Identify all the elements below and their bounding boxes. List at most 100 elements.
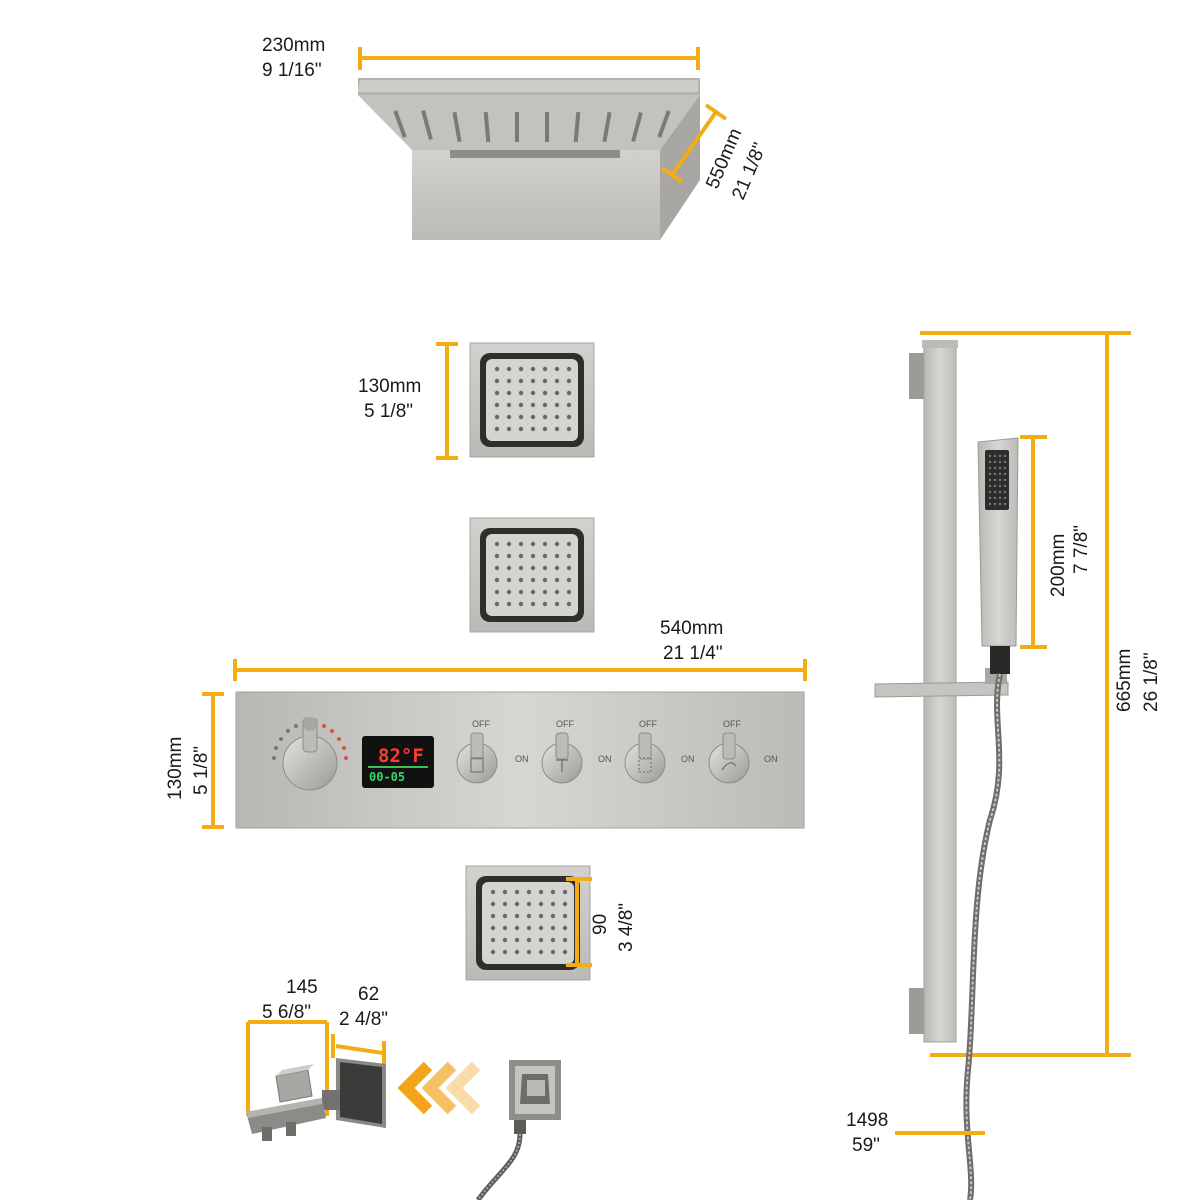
panel-width-mm: 540mm — [660, 618, 723, 639]
nozzle-dot — [506, 601, 512, 607]
body-jet-middle-nozzles — [494, 541, 572, 607]
nozzle-dot — [554, 553, 560, 559]
nozzle-dot — [538, 901, 544, 907]
nozzle-dot — [490, 901, 496, 907]
nozzle-dot — [530, 541, 536, 547]
knob-1-off-label: OFF — [472, 719, 490, 729]
spout-depth-dimension — [331, 1034, 386, 1065]
rain-head-depth-dimension — [660, 103, 728, 184]
nozzle-dot — [506, 541, 512, 547]
rain-head-nozzles — [393, 109, 671, 143]
nozzle-dot — [514, 913, 520, 919]
nozzle-dot — [566, 414, 572, 420]
nozzle-dot — [530, 414, 536, 420]
display-temperature: 82°F — [378, 745, 424, 767]
panel-height-dimension — [202, 692, 224, 829]
nozzle-dot — [566, 565, 572, 571]
knob-3-off-label: OFF — [639, 719, 657, 729]
hand-shower — [977, 437, 1019, 674]
nozzle-dot — [554, 414, 560, 420]
nozzle-dot — [518, 414, 524, 420]
nozzle-dot — [566, 378, 572, 384]
nozzle-dot — [566, 390, 572, 396]
nozzle-dot — [993, 472, 997, 476]
nozzle-dot — [530, 553, 536, 559]
nozzle-dot — [494, 589, 500, 595]
nozzle-dot — [1003, 466, 1007, 470]
nozzle-dot — [988, 502, 992, 506]
rain-shower-head — [358, 78, 700, 240]
nozzle-dot — [530, 565, 536, 571]
nozzle-dot — [993, 490, 997, 494]
nozzle-dot — [998, 478, 1002, 482]
nozzle-dot — [538, 889, 544, 895]
nozzle-dot — [550, 937, 556, 943]
nozzle-dot — [530, 426, 536, 432]
nozzle-dot — [998, 460, 1002, 464]
body-jet-top — [469, 342, 595, 458]
nozzle-dot — [988, 472, 992, 476]
direction-arrows — [397, 1061, 481, 1115]
nozzle-dot — [1003, 496, 1007, 500]
knob-4-off-label: OFF — [723, 719, 741, 729]
nozzle-dot — [554, 589, 560, 595]
nozzle-dot — [550, 925, 556, 931]
nozzle-dot — [542, 565, 548, 571]
nozzle-dot — [550, 949, 556, 955]
spout-length-mm: 145 — [286, 977, 318, 998]
body-jet-top-nozzles — [494, 366, 572, 432]
nozzle-dot — [998, 496, 1002, 500]
nozzle-dot — [993, 496, 997, 500]
nozzle-dot — [542, 366, 548, 372]
nozzle-dot — [554, 565, 560, 571]
nozzle-dot — [566, 601, 572, 607]
nozzle-dot — [506, 402, 512, 408]
body-jet-bottom-size-in: 3 4/8" — [616, 903, 637, 952]
nozzle-dot — [998, 490, 1002, 494]
nozzle-dot — [542, 426, 548, 432]
nozzle-dot — [514, 937, 520, 943]
nozzle-dot — [502, 949, 508, 955]
body-jet-bottom-nozzles — [490, 889, 568, 955]
nozzle-dot — [526, 925, 532, 931]
nozzle-dot — [506, 565, 512, 571]
nozzle-dot — [518, 541, 524, 547]
nozzle-dot — [506, 426, 512, 432]
nozzle-dot — [514, 949, 520, 955]
nozzle-dot — [490, 937, 496, 943]
display-timer: 00-05 — [369, 770, 405, 784]
nozzle-dot — [1003, 454, 1007, 458]
nozzle-dot — [502, 901, 508, 907]
nozzle-dot — [1003, 484, 1007, 488]
nozzle-dot — [1003, 460, 1007, 464]
nozzle-dot — [502, 937, 508, 943]
nozzle-dot — [993, 502, 997, 506]
nozzle-dot — [566, 366, 572, 372]
nozzle-dot — [988, 454, 992, 458]
nozzle-dot — [514, 901, 520, 907]
rain-head-width-dimension — [358, 47, 700, 70]
body-jet-bottom-dimension — [566, 877, 592, 967]
nozzle-dot — [530, 390, 536, 396]
nozzle-dot — [562, 949, 568, 955]
nozzle-dot — [562, 901, 568, 907]
nozzle-dot — [494, 553, 500, 559]
nozzle-dot — [542, 402, 548, 408]
slide-bar-height-mm: 665mm — [1114, 649, 1135, 712]
nozzle-dot — [538, 937, 544, 943]
nozzle-dot — [993, 484, 997, 488]
knob-2-on-label: ON — [598, 754, 612, 764]
nozzle-dot — [506, 390, 512, 396]
nozzle-dot — [1003, 478, 1007, 482]
nozzle-dot — [506, 589, 512, 595]
nozzle-dot — [566, 589, 572, 595]
tub-spout — [246, 1058, 386, 1141]
nozzle-dot — [1003, 490, 1007, 494]
nozzle-dot — [550, 901, 556, 907]
nozzle-dot — [542, 577, 548, 583]
hand-shower-length-in: 7 7/8" — [1071, 525, 1092, 574]
nozzle-dot — [494, 366, 500, 372]
nozzle-dot — [566, 577, 572, 583]
nozzle-dot — [993, 478, 997, 482]
nozzle-dot — [490, 949, 496, 955]
